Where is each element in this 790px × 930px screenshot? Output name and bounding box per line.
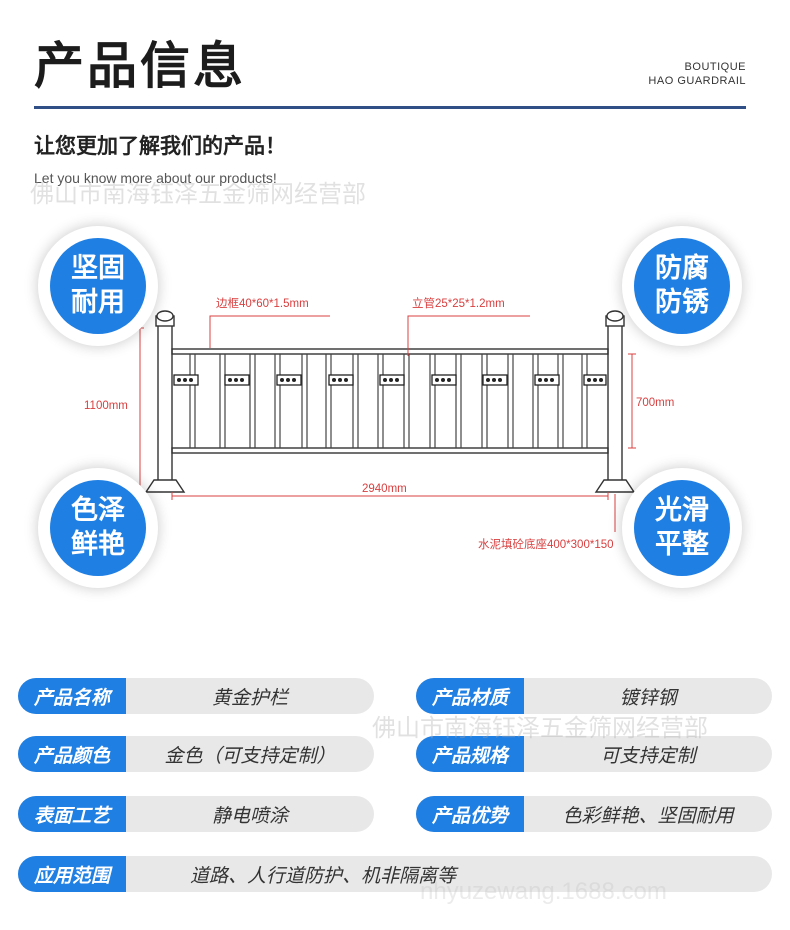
- badge-vivid-line1: 色泽: [71, 495, 125, 526]
- spec-label: 表面工艺: [18, 796, 126, 832]
- section-subtitle: 让您更加了解我们的产品！: [34, 134, 286, 158]
- right-post: [594, 310, 636, 493]
- badge-sturdy-line2: 耐用: [71, 287, 125, 318]
- fence-rails: [171, 348, 609, 454]
- badge-smooth-line1: 光滑: [655, 495, 709, 526]
- brand-tagline: BOUTIQUE HAO GUARDRAIL: [648, 60, 746, 88]
- panel-height-label: 700mm: [636, 397, 674, 409]
- badge-anticorrosion-line2: 防锈: [655, 287, 709, 318]
- spec-value: 道路、人行道防护、机非隔离等: [189, 864, 456, 887]
- spec-label: 产品材质: [416, 678, 524, 714]
- brand-line-2: HAO GUARDRAIL: [648, 75, 746, 87]
- fence-diagram: 边框40*60*1.5mm 立管25*25*1.2mm 1100mm 700mm…: [84, 296, 674, 551]
- spec-row-material: 产品材质 镀锌钢: [416, 678, 772, 714]
- pipe-spec-label: 立管25*25*1.2mm: [412, 296, 505, 310]
- page-title: 产品信息: [34, 37, 246, 95]
- base-spec-label: 水泥填砼底座400*300*150: [478, 537, 614, 551]
- section-subtitle-en: Let you know more about our products!: [34, 170, 277, 186]
- spec-value: 可支持定制: [600, 744, 696, 767]
- spec-label: 产品规格: [416, 736, 524, 772]
- spec-label: 产品名称: [18, 678, 126, 714]
- spec-value: 色彩鲜艳、坚固耐用: [562, 804, 734, 827]
- badge-anticorrosion: 防腐 防锈: [622, 226, 742, 346]
- ornament-dots: [177, 378, 603, 382]
- spec-row-finish: 表面工艺 静电喷涂: [18, 796, 374, 832]
- spec-value: 金色（可支持定制）: [164, 744, 336, 767]
- frame-spec-label: 边框40*60*1.5mm: [216, 296, 309, 310]
- badge-vivid-color: 色泽 鲜艳: [38, 468, 158, 588]
- fence-pickets: [189, 354, 588, 448]
- badge-vivid-line2: 鲜艳: [71, 529, 125, 560]
- spec-row-advantage: 产品优势 色彩鲜艳、坚固耐用: [416, 796, 772, 832]
- badge-sturdy: 坚固 耐用: [38, 226, 158, 346]
- spec-value: 静电喷涂: [211, 804, 288, 827]
- spec-value: 黄金护栏: [211, 686, 288, 709]
- badge-smooth: 光滑 平整: [622, 468, 742, 588]
- spec-row-size: 产品规格 可支持定制: [416, 736, 772, 772]
- spec-value: 镀锌钢: [619, 686, 677, 709]
- badge-anticorrosion-line1: 防腐: [655, 253, 709, 284]
- spec-label: 应用范围: [18, 856, 126, 892]
- spec-row-color: 产品颜色 金色（可支持定制）: [18, 736, 374, 772]
- spec-row-application: 应用范围 道路、人行道防护、机非隔离等: [18, 856, 772, 892]
- badge-smooth-line2: 平整: [655, 529, 709, 560]
- spec-row-name: 产品名称 黄金护栏: [18, 678, 374, 714]
- spec-label: 产品颜色: [18, 736, 126, 772]
- header-divider: [34, 106, 746, 109]
- width-label: 2940mm: [362, 483, 407, 495]
- badge-sturdy-line1: 坚固: [71, 253, 125, 284]
- total-height-label: 1100mm: [84, 400, 128, 412]
- spec-label: 产品优势: [416, 796, 524, 832]
- brand-line-1: BOUTIQUE: [684, 61, 746, 73]
- left-post: [144, 310, 186, 493]
